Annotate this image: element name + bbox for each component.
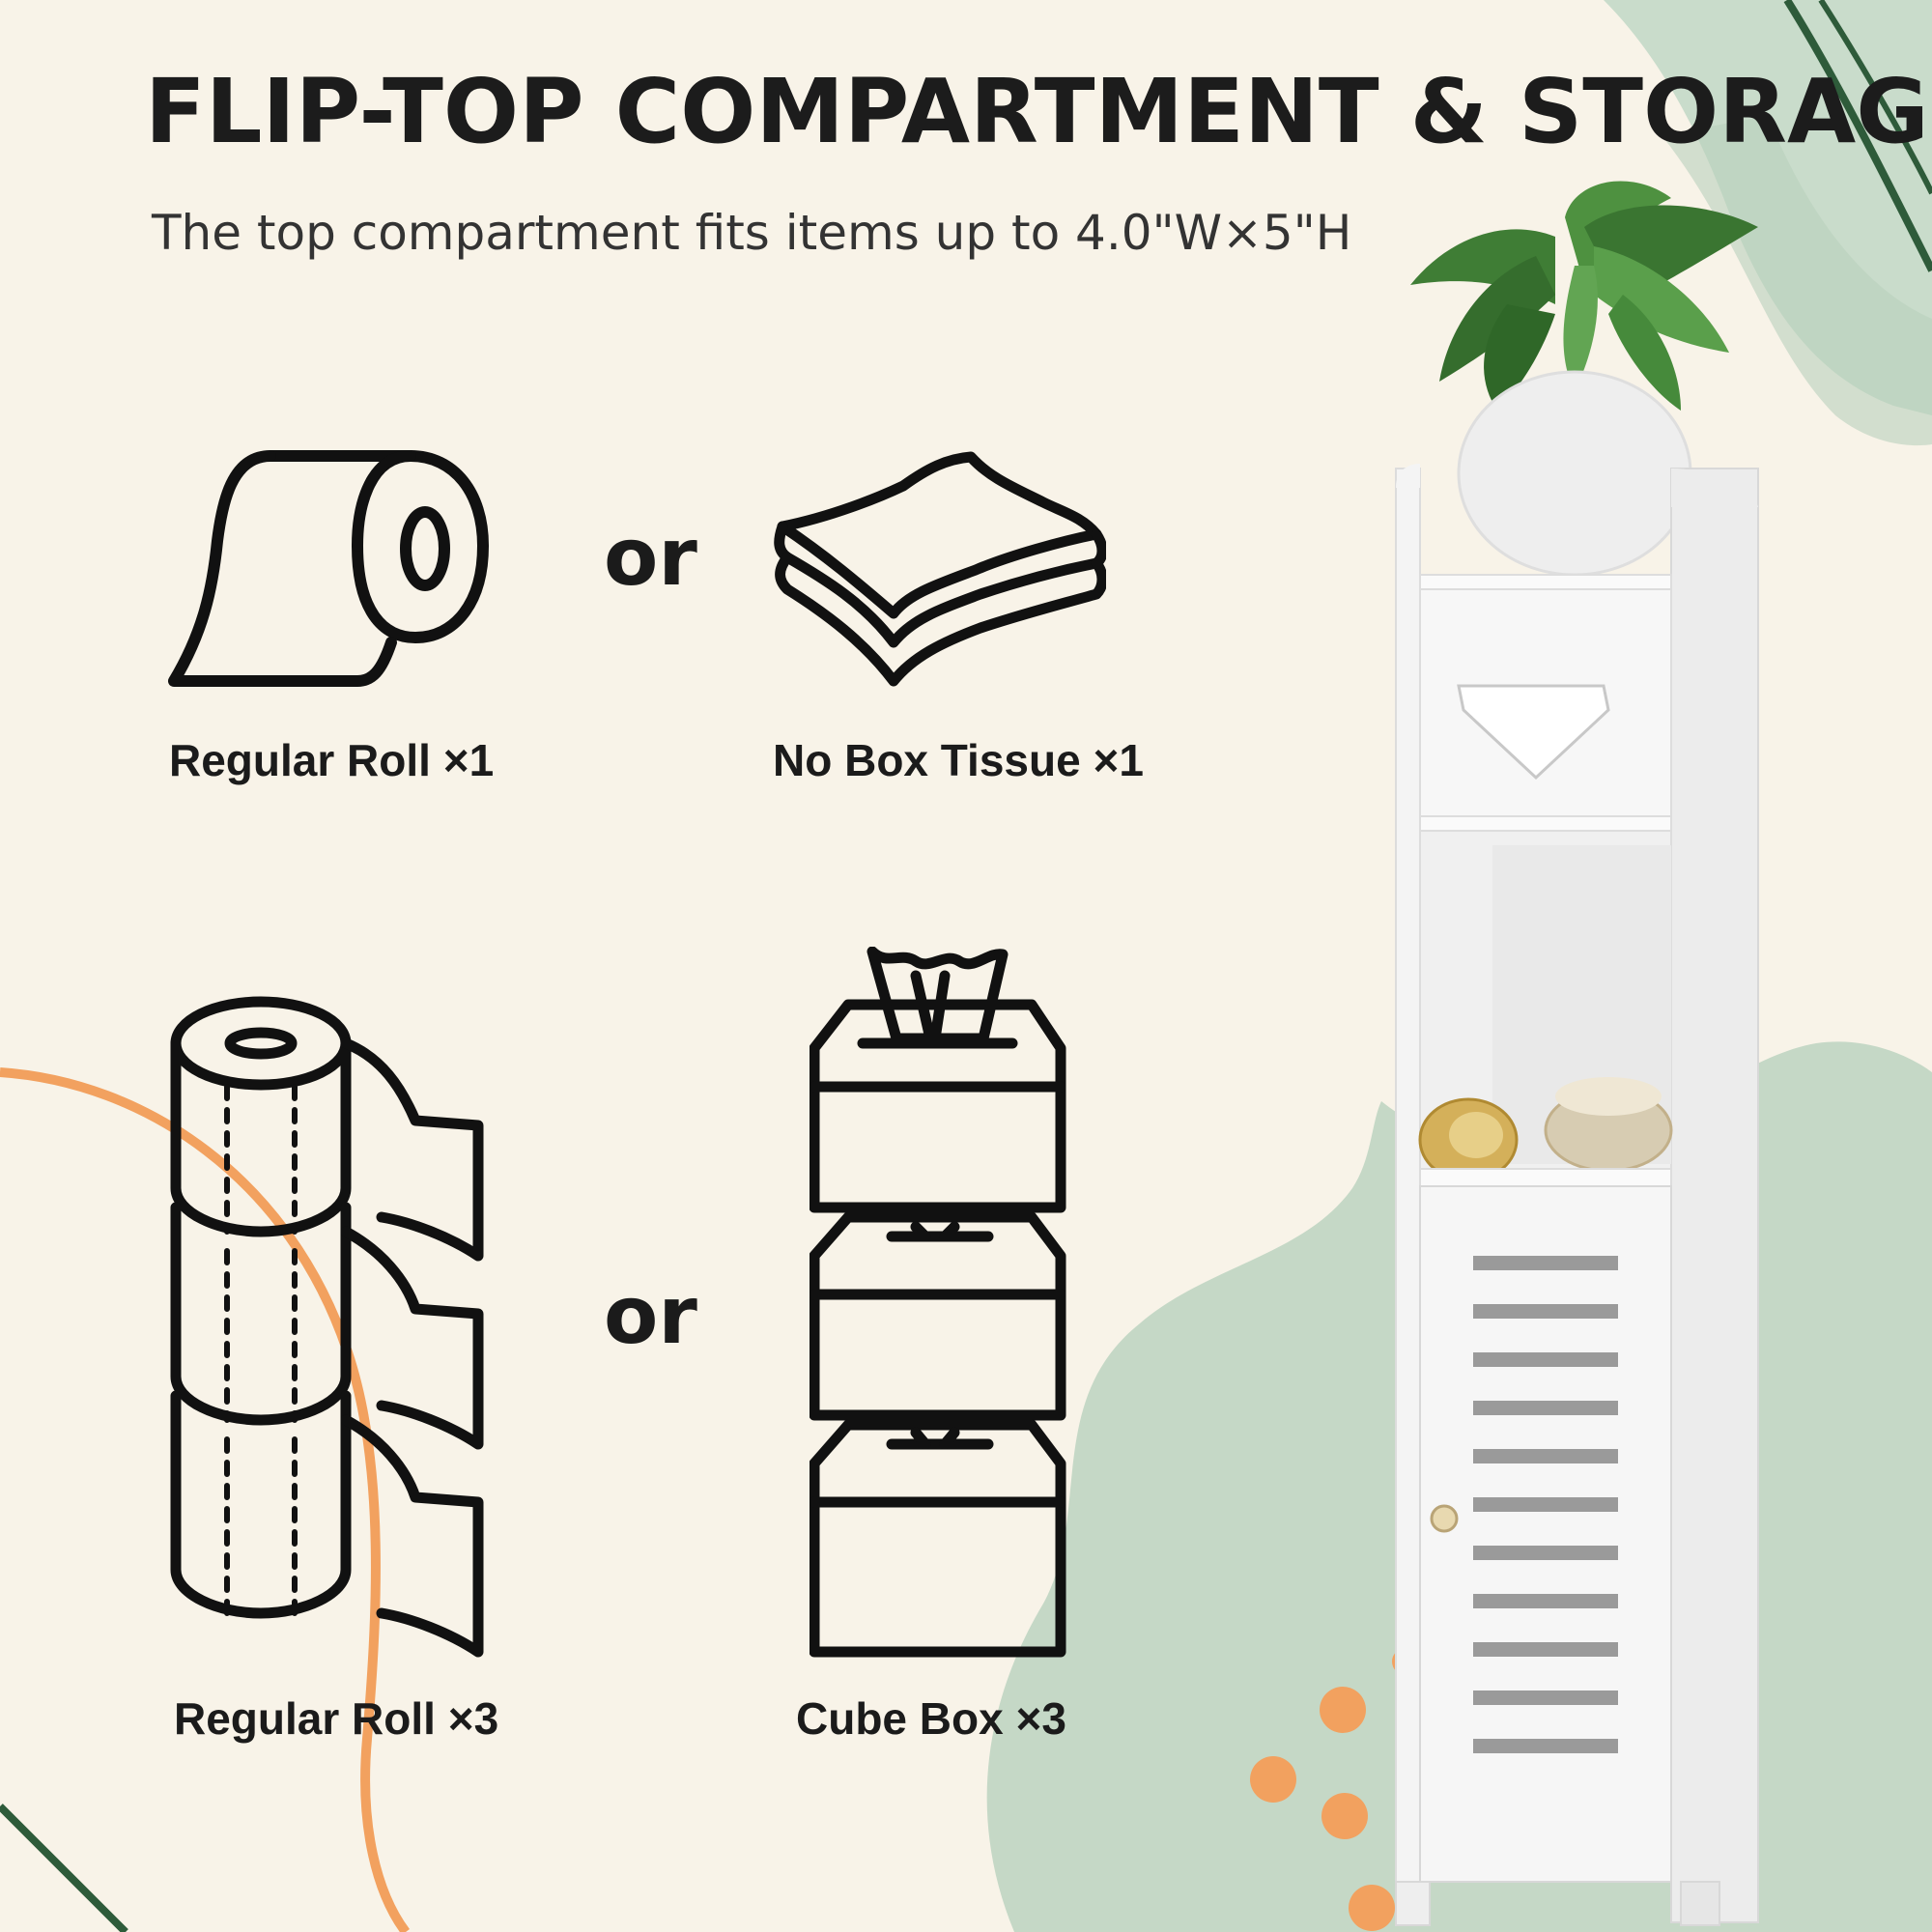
option-label-regular-roll-3: Regular Roll ×3: [174, 1693, 499, 1744]
cabinet-top-shelf: [1419, 574, 1672, 590]
toilet-roll-icon: [168, 450, 489, 687]
top-right-sage-blob-lower: [1662, 116, 1932, 446]
stacked-tissue-boxes-icon: [810, 947, 1066, 1658]
cabinet-side-left: [1395, 468, 1421, 1923]
orange-dot-2: [1250, 1756, 1296, 1803]
cabinet-product-image: [1395, 181, 1759, 1926]
top-right-green-line-2: [1818, 0, 1932, 195]
plant-leaves: [1410, 181, 1758, 411]
separator-or-2: or: [604, 1270, 697, 1362]
door-knob: [1430, 1504, 1459, 1533]
bottom-left-green-line: [0, 1804, 128, 1932]
door-louvers: [1473, 1256, 1618, 1753]
page-title: FLIP-TOP COMPARTMENT & STORAGE: [145, 60, 1932, 163]
cabinet-foot-right: [1680, 1881, 1720, 1926]
separator-or-1: or: [604, 512, 697, 604]
option-label-cube-box-3: Cube Box ×3: [796, 1693, 1066, 1744]
plant-pot: [1457, 370, 1692, 577]
folded-tissue-icon: [774, 451, 1106, 687]
orange-dot-1: [1320, 1687, 1366, 1733]
option-label-regular-roll-1: Regular Roll ×1: [169, 735, 495, 785]
cabinet-door: [1419, 1185, 1672, 1883]
orange-dot-4: [1349, 1885, 1395, 1931]
stacked-toilet-rolls-icon: [170, 996, 484, 1658]
top-right-green-line-1: [1783, 0, 1932, 272]
lower-shelf-divider: [1419, 1168, 1672, 1187]
cabinet-side-right: [1670, 468, 1759, 1923]
option-label-no-box-tissue-1: No Box Tissue ×1: [773, 735, 1144, 785]
tissue-slot: [1457, 684, 1610, 781]
cabinet-foot-left: [1395, 1881, 1431, 1926]
page-subtitle: The top compartment fits items up to 4.0…: [152, 205, 1352, 261]
open-shelf-divider: [1419, 815, 1672, 832]
orange-dot-3: [1321, 1793, 1368, 1839]
